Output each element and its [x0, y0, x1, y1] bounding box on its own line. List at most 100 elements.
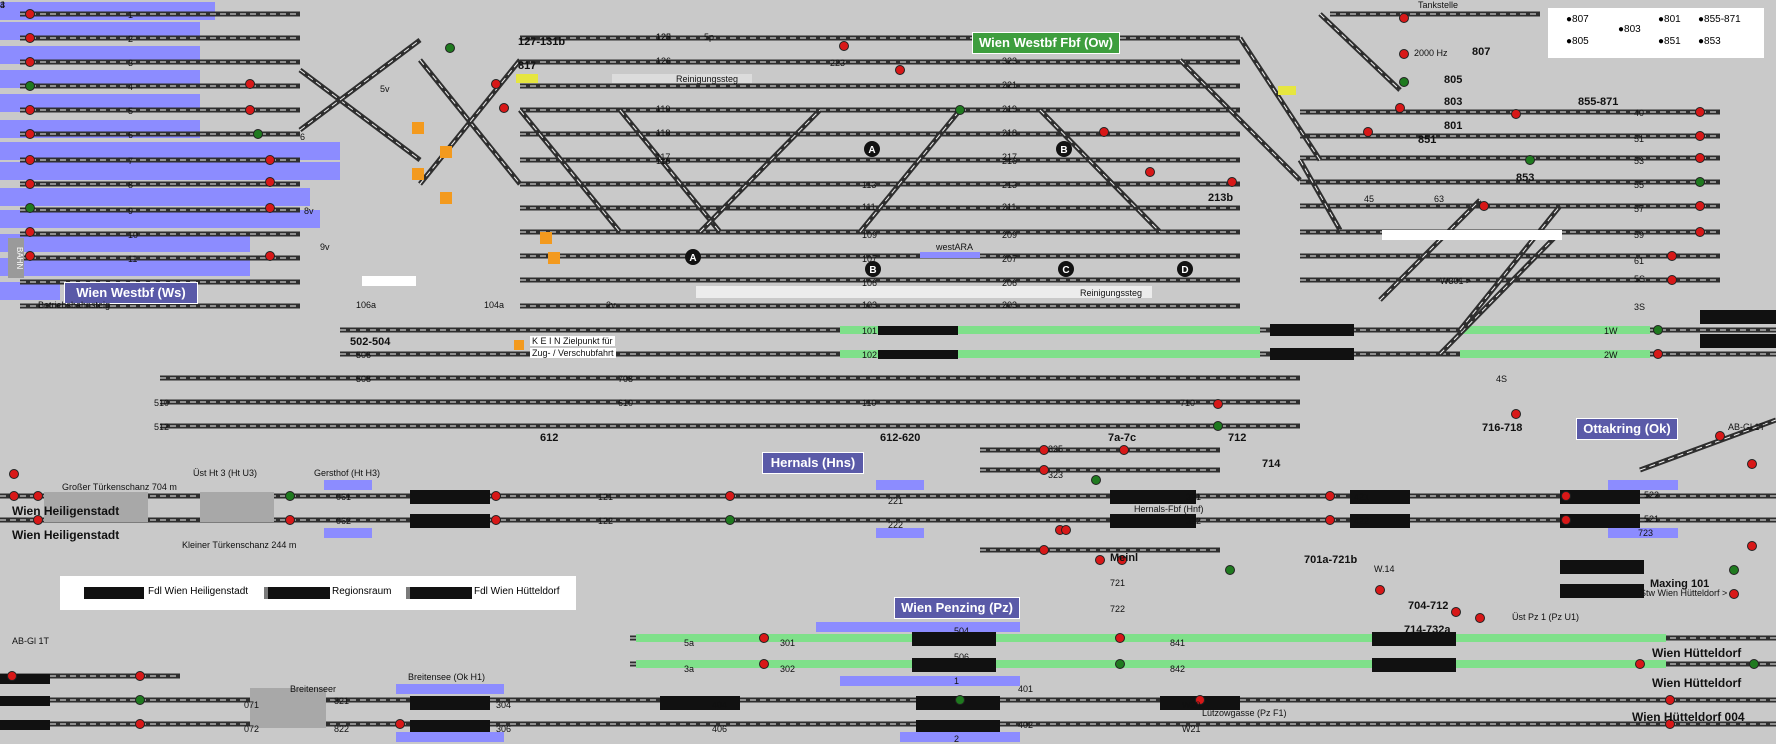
track-number: 402 — [1018, 720, 1034, 730]
signal-icon — [1511, 409, 1521, 419]
signal-icon — [895, 65, 905, 75]
bold-label: 502-504 — [350, 336, 391, 348]
small-label: Stw Wien Hütteldorf > — [1640, 588, 1728, 598]
signal-icon — [1227, 177, 1237, 187]
signal-icon — [1099, 127, 1109, 137]
track-number: 101 — [862, 326, 878, 336]
small-label: Gersthof (Ht H3) — [314, 468, 381, 478]
signal-icon — [491, 491, 501, 501]
small-label: Breitensee (Ok H1) — [408, 672, 486, 682]
signal-icon — [9, 491, 19, 501]
bold-label: Wien Hütteldorf — [1652, 676, 1742, 690]
point-marker-label: B — [869, 265, 876, 276]
track-crossover-centerline — [299, 39, 421, 131]
signal-icon — [1117, 555, 1127, 565]
track-number: 1 — [954, 676, 960, 686]
bold-label: Maxing 101 — [1650, 578, 1710, 590]
signal-icon — [1213, 421, 1223, 431]
signal-icon — [25, 251, 35, 261]
signal-icon — [1115, 659, 1125, 669]
track-number: 061 — [336, 492, 352, 502]
platform-area — [876, 528, 924, 538]
track-crossover-centerline — [1299, 159, 1341, 231]
track-crossover-centerline — [1039, 109, 1161, 233]
signal-legend-851: ●851 — [1658, 36, 1681, 47]
track-number: 7 — [128, 156, 134, 166]
track-number: 57 — [1634, 204, 1645, 214]
track-number: 126 — [656, 56, 672, 66]
signal-icon — [1451, 607, 1461, 617]
bold-label: 127-131b — [518, 36, 566, 48]
signal-icon — [1213, 399, 1223, 409]
small-label: Lützowgasse (Pz F1) — [1202, 708, 1287, 718]
track-number: 512 — [154, 422, 170, 432]
track-number: 510 — [154, 398, 170, 408]
track-number: 102 — [862, 350, 878, 360]
occupied-block — [410, 514, 490, 528]
small-label: AB-Gl 1T — [12, 636, 50, 646]
signal-icon — [1729, 589, 1739, 599]
track-number: 422 — [1354, 516, 1370, 526]
signal-icon — [253, 129, 263, 139]
track-number: 221 — [1002, 80, 1018, 90]
signal-icon — [1039, 445, 1049, 455]
track-number: 2 — [128, 34, 134, 44]
route-set-2w — [1460, 350, 1650, 358]
bold-label: 712 — [1228, 432, 1247, 444]
signal-icon — [1749, 659, 1759, 669]
route-set-301 — [636, 634, 1666, 642]
platform-area — [396, 732, 504, 742]
signal-icon — [25, 179, 35, 189]
signal-icon — [1695, 107, 1705, 117]
track-number: 323 — [1048, 470, 1064, 480]
signal-icon — [1695, 131, 1705, 141]
track-number: 10 — [128, 230, 139, 240]
point-marker-label: B — [1060, 145, 1067, 156]
track-number: 61 — [1634, 256, 1645, 266]
track-number: 45 — [1364, 194, 1375, 204]
signal-icon — [955, 105, 965, 115]
track-number: 51 — [1634, 134, 1645, 144]
platform-area — [876, 480, 924, 490]
point-marker-label: D — [1181, 265, 1188, 276]
bold-label: 7a-7c — [1108, 432, 1137, 444]
occupied-block — [1350, 490, 1410, 504]
signal-icon — [1325, 515, 1335, 525]
signal-icon — [1653, 349, 1663, 359]
bold-label: Meinl — [1110, 552, 1139, 564]
track-number: 55 — [1634, 180, 1645, 190]
point-marker-icon — [685, 249, 701, 265]
occupied-block — [1700, 334, 1776, 348]
signal-icon — [1511, 109, 1521, 119]
platform-area — [0, 234, 250, 252]
occupied-block — [1270, 348, 1354, 360]
track-number: 504 — [954, 626, 970, 636]
orange-marker — [412, 168, 424, 180]
point-marker-icon — [865, 261, 881, 277]
signal-icon — [285, 515, 295, 525]
legend-label-huetteldorf: Fdl Wien Hütteldorf — [474, 586, 560, 597]
track-number: 122 — [598, 516, 614, 526]
track-number: 5v — [380, 84, 390, 94]
track-number: 203 — [1002, 300, 1018, 310]
signal-icon — [1399, 49, 1409, 59]
track-number: 322 — [1186, 516, 1202, 526]
small-label: Breitenseer — [290, 684, 337, 694]
bold-label: 714-732a — [1404, 624, 1451, 636]
track-number: 421 — [1354, 492, 1370, 502]
track-number: 723 — [1638, 528, 1654, 538]
platform-area — [900, 732, 1020, 742]
track-number: 2v — [606, 300, 616, 310]
track-number: 107 — [862, 254, 878, 264]
track-number: 3 — [0, 0, 6, 10]
signal-icon — [1091, 475, 1101, 485]
track-ottakring-link-centerline — [1639, 419, 1776, 471]
track-number: 5a — [684, 638, 695, 648]
signal-icon — [1039, 465, 1049, 475]
occupied-block — [878, 326, 958, 335]
track-number: 6 — [128, 130, 134, 140]
track-number: 5S — [1634, 274, 1646, 284]
station-box-ottakring: Ottakring (Ok) — [1576, 418, 1678, 440]
track-number: 209 — [1002, 230, 1018, 240]
